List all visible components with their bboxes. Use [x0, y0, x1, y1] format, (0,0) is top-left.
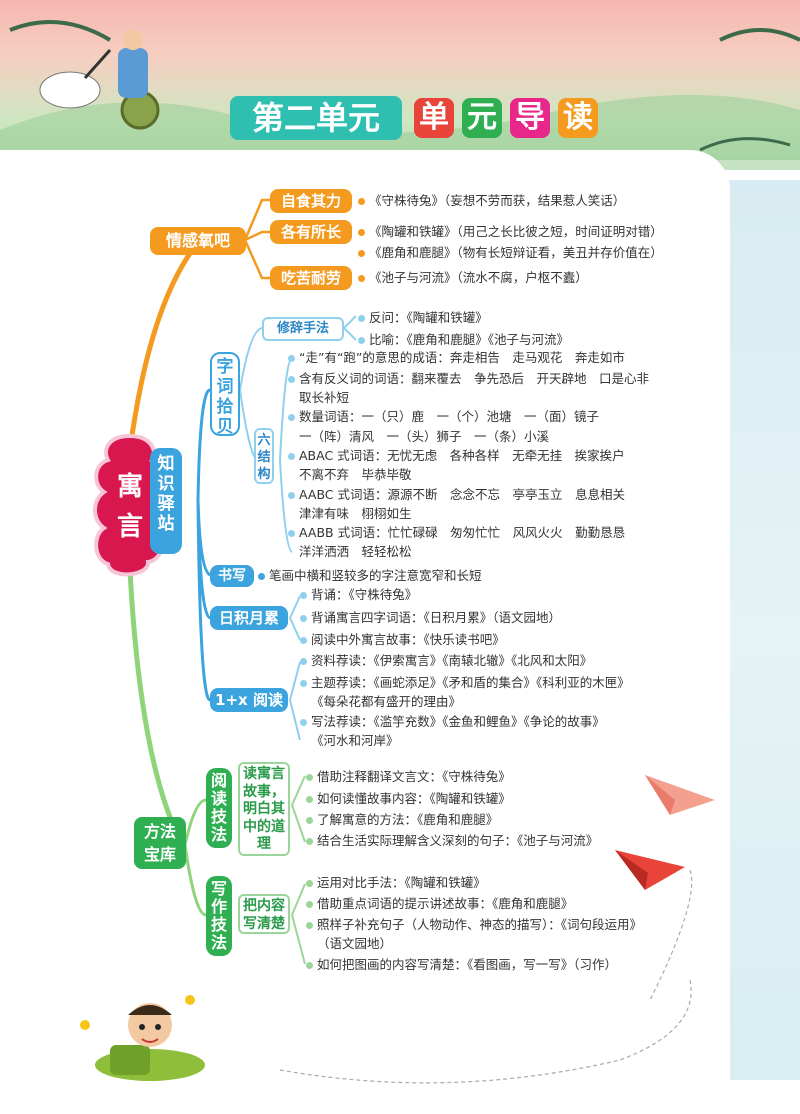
branch-shuxie: 书写	[210, 565, 254, 587]
title-char-4: 读	[558, 98, 598, 138]
branch-qinggan: 情感氧吧	[150, 227, 246, 255]
qinggan-line-1: 《守株待兔》（妄想不劳而获，结果惹人笑话）	[358, 192, 625, 210]
tag-banneirong: 把内容写清楚	[238, 894, 290, 934]
liu-line-10: AABB 式词语：忙忙碌碌 匆匆忙忙 风风火火 勤勤恳恳	[288, 524, 625, 542]
branch-ciyushibei: 字词拾贝	[210, 352, 240, 437]
yuedu-line-3: 《每朵花都有盛开的理由》	[311, 694, 462, 709]
yuedu-line-4: 写法荐读：《滥竽充数》《金鱼和鲤鱼》《争论的故事》	[300, 713, 605, 731]
fangfa-xiezuo-line-4: （语文园地）	[317, 936, 393, 951]
tag-liujiegou: 六结构	[254, 428, 274, 484]
paper-plane-red-icon	[615, 850, 685, 890]
liu-line-9: 津津有味 栩栩如生	[299, 506, 412, 521]
branch-rijiyuelei: 日积月累	[210, 606, 288, 630]
xiuci-line-1: 反问：《陶罐和铁罐》	[358, 309, 488, 327]
fangfa-xiezuo-line-3: 照样子补充句子（人物动作、神态的描写）：《词句段运用》	[306, 916, 642, 934]
root-char-2: 言	[116, 512, 143, 542]
fangfa-yuedu-line-1: 借助注释翻译文言文：《守株待兔》	[306, 768, 511, 786]
liu-line-8: AABC 式词语：源源不断 念念不忘 亭亭玉立 息息相关	[288, 486, 625, 504]
shuxie-line: 笔画中横和竖较多的字注意宽窄和长短	[258, 567, 482, 585]
tag-chikunailao: 吃苦耐劳	[270, 266, 352, 290]
liu-line-5: 一（阵）清风 一（头）狮子 一（条）小溪	[299, 429, 550, 444]
liu-line-4: 数量词语：一（只）鹿 一（个）池塘 一（面）镜子	[288, 408, 599, 426]
qinggan-line-4: 《池子与河流》（流水不腐，户枢不蠹）	[358, 269, 588, 287]
yuedu-line-1: 资料荐读：《伊索寓言》《南辕北辙》《北风和太阳》	[300, 652, 592, 670]
right-water-strip	[724, 180, 800, 1080]
rijiyuelei-line-2: 背诵寓言四字词语：《日积月累》（语文园地）	[300, 609, 561, 627]
rijiyuelei-line-3: 阅读中外寓言故事：《快乐读书吧》	[300, 631, 505, 649]
liu-line-11: 洋洋洒洒 轻轻松松	[299, 544, 412, 559]
branch-fangfa: 方法宝库	[134, 817, 186, 869]
fangfa-yuedu-line-4: 结合生活实际理解含义深刻的句子：《池子与河流》	[306, 832, 598, 850]
yuedu-line-5: 《河水和河岸》	[311, 733, 399, 748]
tag-geyousuochang: 各有所长	[270, 220, 352, 244]
tag-duyuyangushi: 读寓言故事，明白其中的道理	[238, 762, 290, 856]
liu-line-7: 不离不弃 毕恭毕敬	[299, 467, 412, 482]
root-char-1: 寓	[116, 472, 143, 502]
content-sheet	[0, 150, 730, 1100]
branch-yuedu: 1+x 阅读	[210, 688, 288, 712]
title-char-2: 元	[462, 98, 502, 138]
paper-plane-icon	[645, 775, 715, 815]
tag-xiucishoufa: 修辞手法	[262, 317, 344, 341]
liu-line-1: “走”有“跑”的意思的成语：奔走相告 走马观花 奔走如市	[288, 349, 625, 367]
title-char-1: 单	[414, 98, 454, 138]
branch-zhishi: 知识驿站	[150, 448, 182, 554]
branch-xiezuojifa: 写作技法	[206, 876, 232, 956]
fangfa-xiezuo-line-2: 借助重点词语的提示讲述故事：《鹿角和鹿腿》	[306, 895, 573, 913]
rijiyuelei-line-1: 背诵：《守株待兔》	[300, 586, 417, 604]
tag-zishiqili: 自食其力	[270, 189, 352, 213]
branch-yuedujifa: 阅读技法	[206, 768, 232, 848]
title-char-3: 导	[510, 98, 550, 138]
cartoon-pilot-plane-icon	[80, 995, 205, 1081]
fangfa-yuedu-line-3: 了解寓意的方法：《鹿角和鹿腿》	[306, 811, 498, 829]
unit-title: 第二单元	[230, 96, 402, 140]
yuedu-line-2: 主题荐读：《画蛇添足》《矛和盾的集合》《科利亚的木匣》	[300, 674, 630, 692]
fangfa-yuedu-line-2: 如何读懂故事内容：《陶罐和铁罐》	[306, 790, 511, 808]
qinggan-line-2: 《陶罐和铁罐》（用己之长比彼之短，时间证明对错）	[358, 223, 663, 241]
liu-line-2: 含有反义词的词语：翻来覆去 争先恐后 开天辟地 口是心非	[288, 370, 649, 388]
liu-line-6: ABAC 式词语：无忧无虑 各种各样 无牵无挂 挨家挨户	[288, 447, 625, 465]
xiuci-line-2: 比喻：《鹿角和鹿腿》《池子与河流》	[358, 331, 569, 349]
fangfa-xiezuo-line-1: 运用对比手法：《陶罐和铁罐》	[306, 874, 486, 892]
qinggan-line-3: 《鹿角和鹿腿》（物有长短辩证看，美丑并存价值在）	[358, 244, 663, 262]
liu-line-3: 取长补短	[299, 390, 350, 405]
fangfa-xiezuo-line-5: 如何把图画的内容写清楚：《看图画，写一写》（习作）	[306, 956, 617, 974]
